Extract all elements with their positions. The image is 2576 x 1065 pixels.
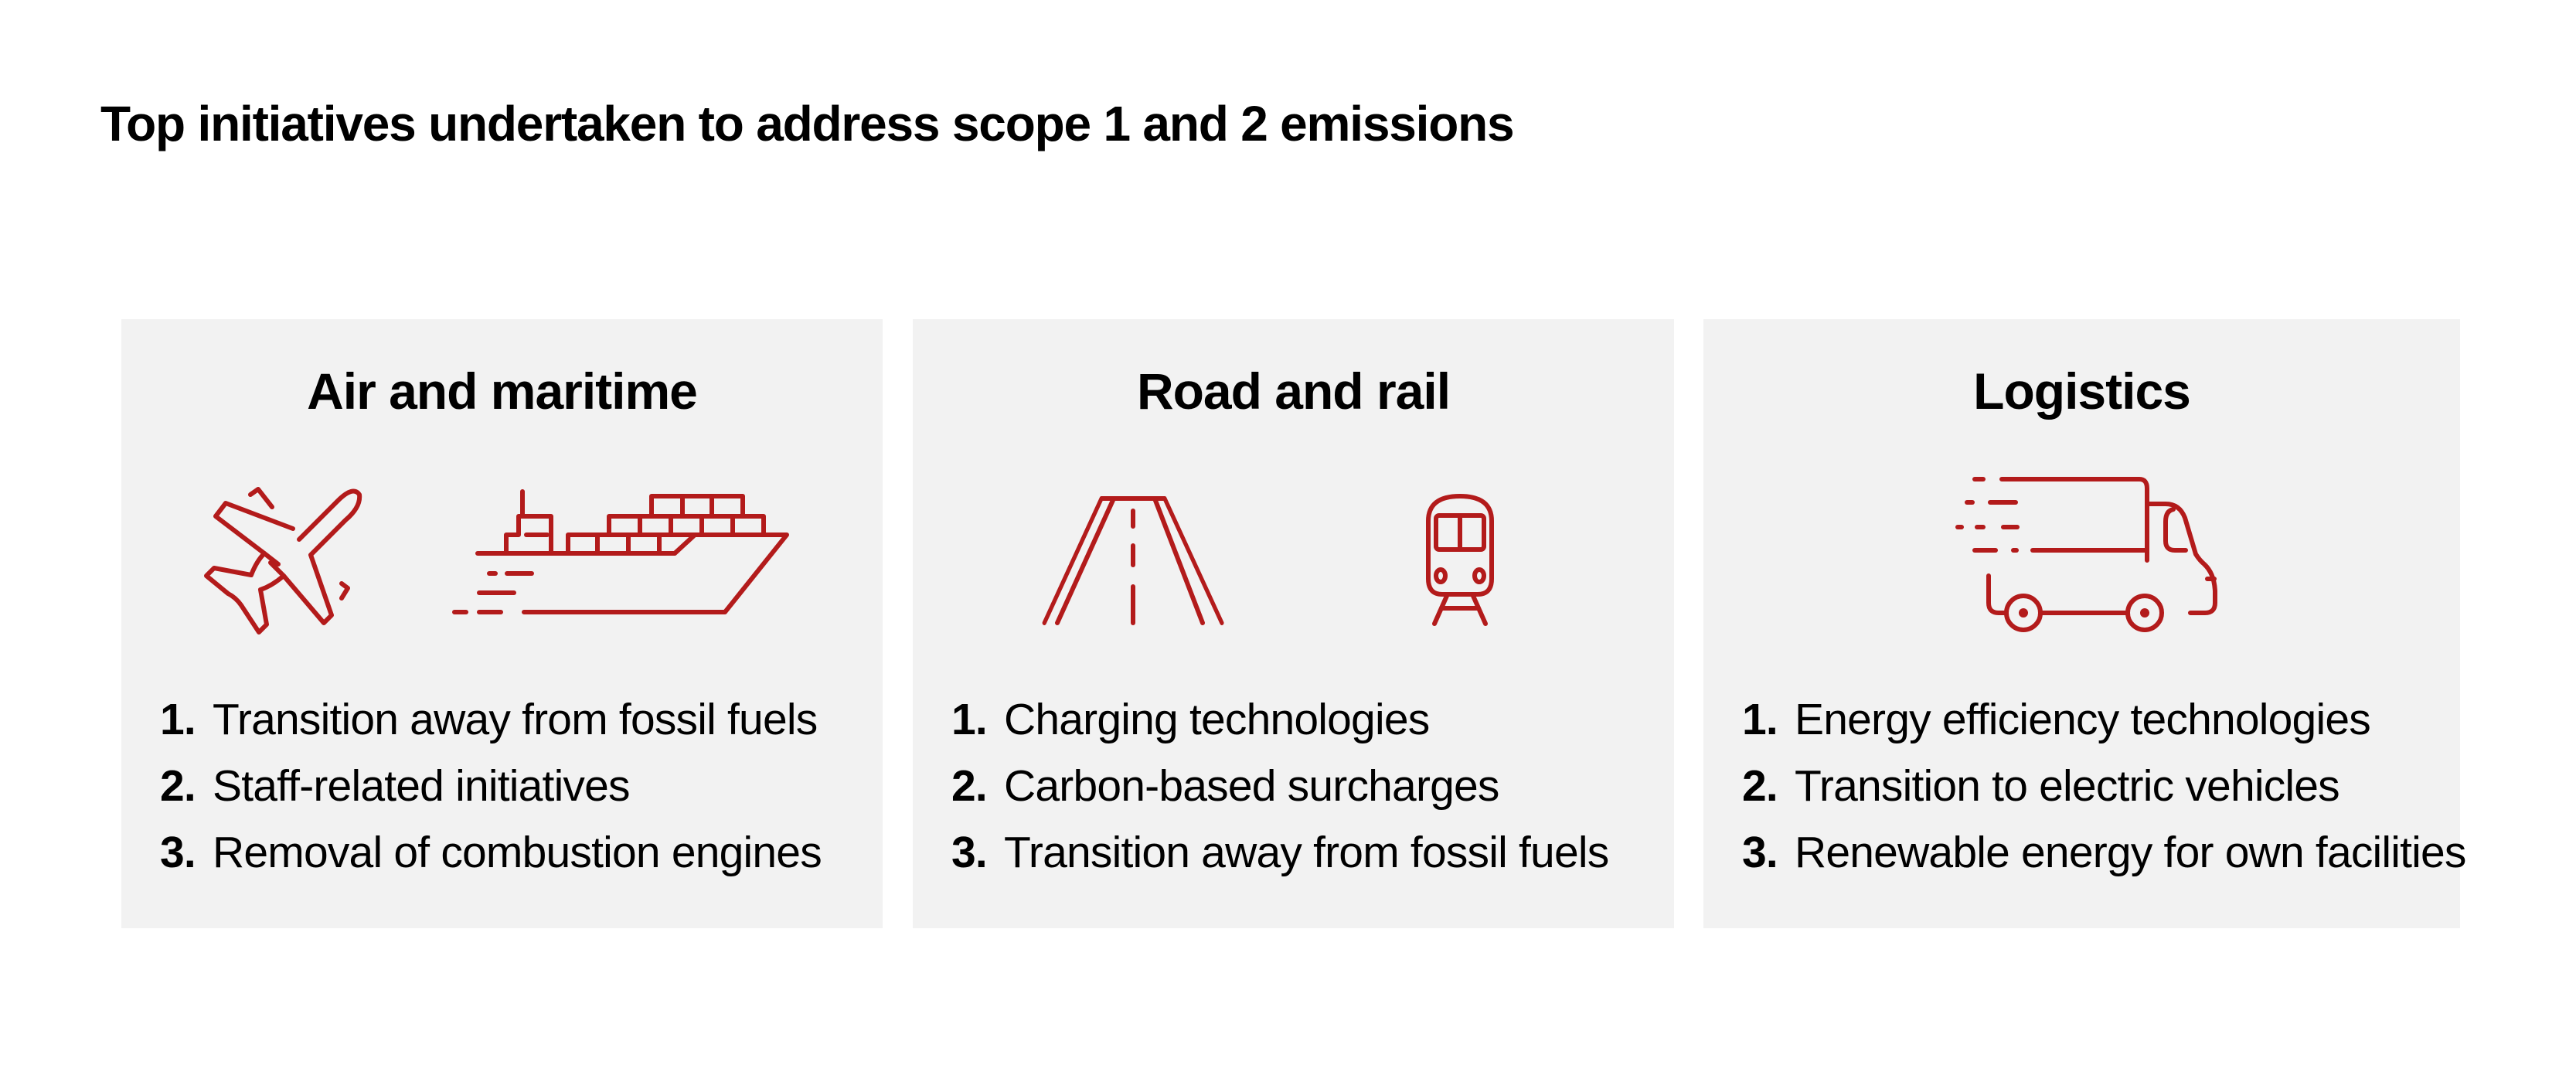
rank-number: 1. [160, 695, 196, 744]
cargo-ship-icon [451, 484, 791, 615]
list-item: 1. Transition away from fossil fuels [160, 698, 822, 764]
rank-number: 2. [160, 761, 196, 811]
initiative-text: Transition away from fossil fuels [1004, 828, 1609, 877]
card-title: Road and rail [1136, 362, 1451, 420]
page-title: Top initiatives undertaken to address sc… [100, 96, 1515, 151]
rank-number: 3. [951, 828, 988, 877]
airplane-icon [204, 478, 362, 635]
initiative-text: Staff-related initiatives [213, 761, 631, 811]
initiative-text: Carbon-based surcharges [1004, 761, 1499, 811]
initiatives-list: 1. Transition away from fossil fuels 2. … [160, 698, 822, 897]
delivery-truck-icon [1955, 475, 2241, 632]
rank-number: 2. [951, 761, 988, 811]
initiatives-list: 1. Charging technologies 2. Carbon-based… [951, 698, 1609, 897]
initiative-text: Charging technologies [1004, 695, 1430, 744]
list-item: 3. Removal of combustion engines [160, 831, 822, 897]
card-logistics: Logistics [1703, 319, 2466, 928]
card-title: Logistics [1973, 362, 2191, 420]
initiatives-list: 1. Energy efficiency technologies 2. Tra… [1742, 698, 2466, 897]
rank-number: 1. [951, 695, 988, 744]
rank-number: 1. [1742, 695, 1778, 744]
train-icon [1425, 494, 1495, 629]
initiative-text: Transition to electric vehicles [1795, 761, 2340, 811]
card-road-and-rail: Road and rail [913, 319, 1674, 928]
card-air-and-maritime: Air and maritime [121, 319, 883, 928]
card-title: Air and maritime [307, 362, 698, 420]
rank-number: 2. [1742, 761, 1778, 811]
list-item: 3. Transition away from fossil fuels [951, 828, 1609, 897]
list-item: 3. Renewable energy for own facilities [1742, 831, 2466, 897]
list-item: 2. Transition to electric vehicles [1742, 764, 2466, 831]
list-item: 2. Staff-related initiatives [160, 764, 822, 831]
list-item: 2. Carbon-based surcharges [951, 764, 1608, 831]
rank-number: 3. [160, 828, 196, 877]
list-item: 1. Charging technologies [951, 698, 1608, 764]
initiative-text: Renewable energy for own facilities [1795, 828, 2466, 877]
initiative-text: Removal of combustion engines [213, 828, 822, 877]
rank-number: 3. [1742, 828, 1778, 877]
road-icon [1040, 495, 1226, 627]
list-item: 1. Energy efficiency technologies [1742, 698, 2466, 764]
initiative-text: Energy efficiency technologies [1795, 695, 2371, 744]
initiative-text: Transition away from fossil fuels [213, 695, 818, 744]
